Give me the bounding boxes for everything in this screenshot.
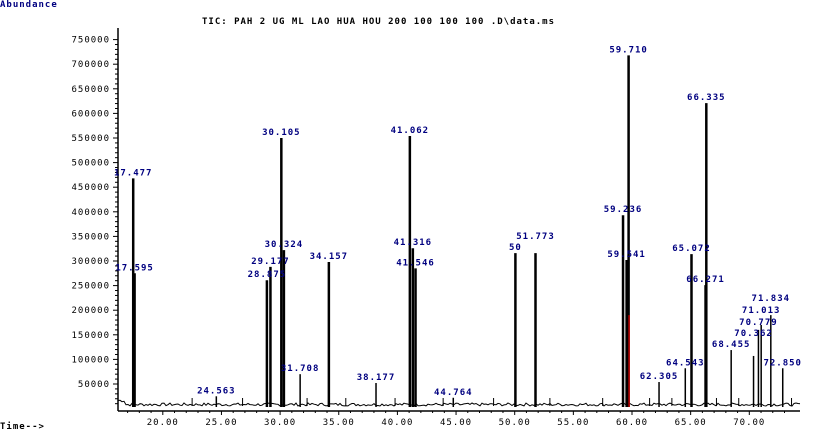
peak-label: 59.541 bbox=[607, 250, 646, 260]
baseline-trace bbox=[117, 399, 801, 407]
y-tick-label: 300000 bbox=[71, 257, 110, 267]
peak-label: 24.563 bbox=[197, 386, 236, 396]
peak-label: 30.105 bbox=[262, 128, 301, 138]
peak-label: 71.834 bbox=[752, 294, 791, 304]
peak-label: 31.708 bbox=[281, 364, 320, 374]
peak-label: 62.305 bbox=[640, 372, 679, 382]
peak-label: 29.177 bbox=[251, 257, 290, 267]
x-axis-label: Time--> bbox=[0, 421, 45, 431]
y-tick-label: 200000 bbox=[71, 306, 110, 316]
peak-label: 41.062 bbox=[391, 126, 430, 136]
peak-label: 66.335 bbox=[687, 93, 726, 103]
peak-label: 64.543 bbox=[666, 358, 705, 368]
peak-label: 28.875 bbox=[248, 270, 287, 280]
y-tick-label: 650000 bbox=[71, 85, 110, 95]
peak-label: 68.455 bbox=[712, 340, 751, 350]
x-tick-label: 40.00 bbox=[381, 418, 413, 428]
x-tick-label: 20.00 bbox=[147, 418, 179, 428]
x-tick-label: 55.00 bbox=[557, 418, 589, 428]
peak-label: 50 bbox=[509, 243, 522, 253]
peak-label: 41.316 bbox=[394, 238, 433, 248]
peak-label: 17.477 bbox=[114, 168, 153, 178]
peak-label: 41.546 bbox=[396, 258, 435, 268]
y-tick-label: 350000 bbox=[71, 232, 110, 242]
peak-label: 71.013 bbox=[742, 306, 781, 316]
y-tick-label: 500000 bbox=[71, 159, 110, 169]
peak-label: 59.236 bbox=[604, 205, 643, 215]
y-tick-label: 750000 bbox=[71, 36, 110, 46]
peak-label: 70.779 bbox=[739, 318, 778, 328]
peak-label: 17.595 bbox=[115, 263, 154, 273]
x-tick-label: 60.00 bbox=[616, 418, 648, 428]
chart-title: TIC: PAH 2 UG ML LAO HUA HOU 200 100 100… bbox=[202, 17, 555, 27]
x-tick-label: 70.00 bbox=[733, 418, 765, 428]
peak-label: 59.710 bbox=[609, 45, 648, 55]
x-tick-label: 35.00 bbox=[323, 418, 355, 428]
y-tick-label: 450000 bbox=[71, 183, 110, 193]
x-tick-label: 25.00 bbox=[205, 418, 237, 428]
peak-label: 38.177 bbox=[357, 373, 396, 383]
x-tick-label: 65.00 bbox=[675, 418, 707, 428]
y-tick-label: 250000 bbox=[71, 282, 110, 292]
peak-label: 70.362 bbox=[734, 329, 773, 339]
peak-label: 72.850 bbox=[763, 358, 802, 368]
y-tick-label: 100000 bbox=[71, 355, 110, 365]
x-tick-label: 45.00 bbox=[440, 418, 472, 428]
y-tick-label: 400000 bbox=[71, 208, 110, 218]
peak-label: 66.271 bbox=[686, 275, 725, 285]
y-tick-label: 600000 bbox=[71, 109, 110, 119]
x-tick-label: 30.00 bbox=[264, 418, 296, 428]
peak-label: 51.773 bbox=[516, 232, 555, 242]
x-tick-label: 50.00 bbox=[499, 418, 531, 428]
y-tick-label: 50000 bbox=[78, 380, 110, 390]
y-tick-label: 150000 bbox=[71, 331, 110, 341]
y-axis-label: Abundance bbox=[0, 0, 58, 10]
peak-label: 44.764 bbox=[434, 388, 473, 398]
peak-label: 30.324 bbox=[265, 240, 304, 250]
y-tick-label: 700000 bbox=[71, 60, 110, 70]
peak-label: 65.072 bbox=[672, 244, 711, 254]
peak-label: 34.157 bbox=[310, 252, 349, 262]
y-tick-label: 550000 bbox=[71, 134, 110, 144]
